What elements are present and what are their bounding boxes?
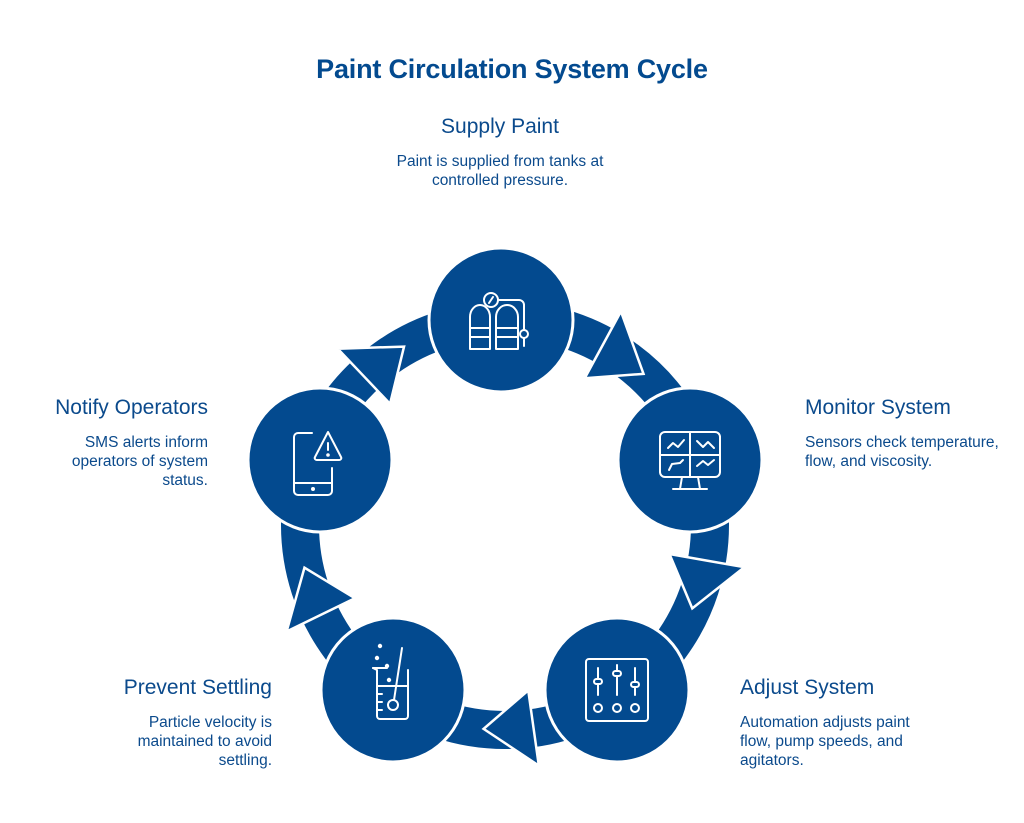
step-desc-monitor-system: Sensors check temperature, flow, and vis…: [805, 434, 999, 470]
step-desc-adjust-system: Automation adjusts paint flow, pump spee…: [740, 714, 910, 769]
cycle-arrowhead: [334, 345, 406, 407]
cycle-arrowhead: [284, 565, 358, 634]
node-circle: [319, 616, 467, 764]
cycle-arrowhead: [582, 308, 646, 380]
beaker-stirrer-icon: [372, 643, 409, 720]
step-title-prevent-settling: Prevent Settling: [123, 676, 272, 699]
node-prevent-settling: [319, 616, 467, 764]
node-adjust-system: [543, 616, 691, 764]
step-title-supply-paint: Supply Paint: [441, 115, 559, 138]
monitor-charts-icon: [659, 431, 721, 490]
step-title-adjust-system: Adjust System: [740, 676, 875, 699]
cycle-arrowhead: [481, 687, 541, 769]
diagram-title: Paint Circulation System Cycle: [316, 54, 708, 84]
step-desc-notify-operators: SMS alerts inform operators of system st…: [71, 434, 208, 489]
phone-alert-icon: [293, 431, 343, 496]
node-supply-paint: [427, 246, 575, 394]
cycle-arrowhead: [667, 552, 748, 611]
node-notify-operators: [246, 386, 394, 534]
step-title-notify-operators: Notify Operators: [55, 396, 208, 419]
step-title-monitor-system: Monitor System: [805, 396, 951, 419]
node-circle: [427, 246, 575, 394]
gas-tanks-gauge-icon: [469, 292, 529, 350]
step-desc-supply-paint: Paint is supplied from tanks at controll…: [396, 153, 604, 189]
sliders-control-panel-icon: [585, 658, 649, 722]
cycle-arrows: [284, 308, 748, 769]
node-monitor-system: [616, 386, 764, 534]
step-desc-prevent-settling: Particle velocity is maintained to avoid…: [137, 714, 272, 769]
cycle-nodes: [246, 246, 764, 764]
